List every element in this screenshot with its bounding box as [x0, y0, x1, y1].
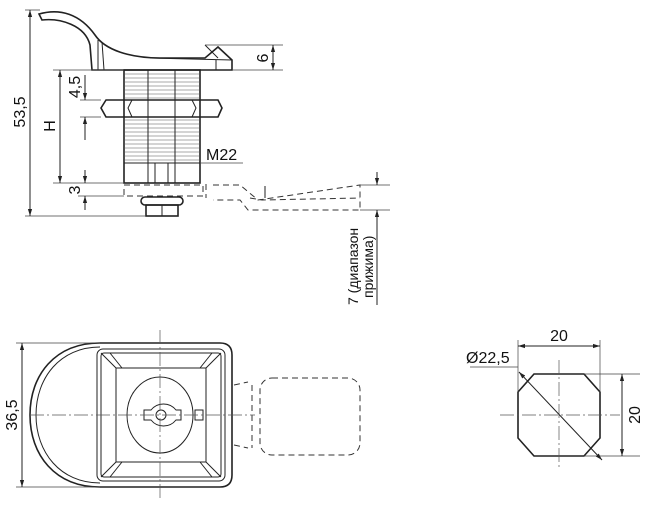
- cam-outline-front: [259, 377, 361, 456]
- clamp-range-line2: прижима): [360, 236, 376, 298]
- keyway: [143, 403, 182, 427]
- dim-cutout-diameter: Ø22,5: [466, 350, 510, 367]
- cutout-view: 20 20 Ø22,5: [466, 328, 644, 470]
- thread-label: M22: [206, 147, 237, 164]
- screw-washer: [140, 196, 184, 206]
- dim-cutout-width: 20: [550, 328, 568, 345]
- dim-cutout-height: 20: [627, 406, 644, 424]
- dim-overall-height: 53,5: [12, 96, 29, 127]
- clamp-range-line1: 7 (диапазон: [345, 228, 361, 305]
- threads: [124, 70, 200, 183]
- side-view: 53,5 H 4,5 3 6 M22 7 (диапазон прижима): [12, 9, 390, 305]
- dim-cam-thickness: 3: [67, 185, 84, 194]
- nut: [100, 99, 223, 118]
- handle-outline: [29, 342, 233, 488]
- front-view: 36,5: [4, 330, 361, 500]
- handle: [37, 11, 233, 71]
- dim-nut-offset: 4,5: [67, 76, 84, 98]
- dim-h: H: [42, 120, 59, 132]
- threaded-body: [123, 69, 201, 184]
- cam-outline: [213, 184, 361, 211]
- dim-handle-thickness: 6: [255, 53, 272, 62]
- dim-front-height: 36,5: [4, 399, 21, 430]
